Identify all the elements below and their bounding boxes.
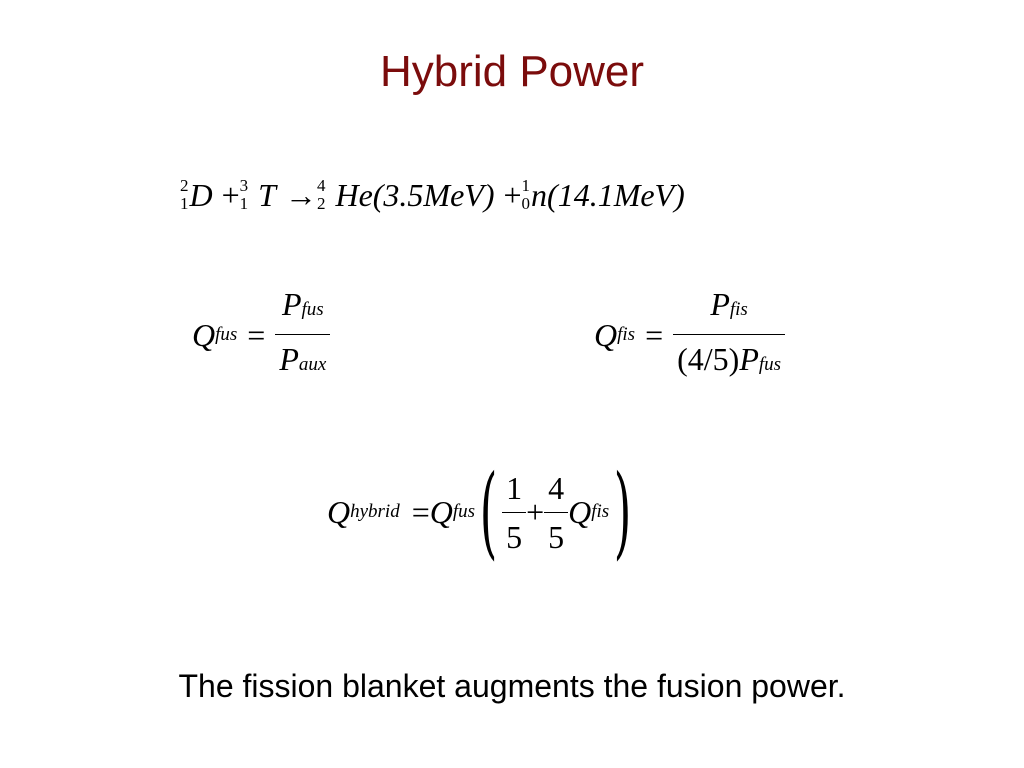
equals-sign: = <box>411 494 430 530</box>
mass-number: 2 <box>180 176 189 195</box>
open-parenthesis: ( <box>479 453 498 570</box>
fraction-denominator: Paux <box>275 334 331 387</box>
power-ratio-fraction: Pfus Paux <box>275 282 331 387</box>
power-ratio-fraction: Pfis (4/5)Pfus <box>673 282 786 387</box>
atomic-number: 1 <box>239 194 249 213</box>
reaction-equation: 2 1 D + 3 1 T → 4 2 He (3.5MeV) + 1 0 n … <box>180 168 685 222</box>
neutron-symbol: n <box>531 177 548 213</box>
helium-symbol: He <box>335 177 373 213</box>
plus-sign: + <box>221 177 240 213</box>
q-subscript: fis <box>617 323 636 345</box>
plus-sign: + <box>526 494 545 530</box>
mass-number: 1 <box>521 176 531 195</box>
q-subscript: hybrid <box>350 501 400 522</box>
four-fifths-fraction: 4 5 <box>544 466 569 559</box>
isotope-numbers-d: 2 1 <box>180 177 189 213</box>
fraction-numerator: Pfis <box>710 286 748 322</box>
helium-energy: (3.5MeV) <box>372 177 495 213</box>
slide-caption: The fission blanket augments the fusion … <box>178 668 846 704</box>
atomic-number: 0 <box>521 194 531 213</box>
fraction-numerator: Pfus <box>281 286 324 322</box>
isotope-numbers-he: 4 2 <box>317 177 326 213</box>
reaction-arrow: → <box>284 177 317 213</box>
equals-sign: = <box>645 316 664 353</box>
isotope-numbers-n: 1 0 <box>522 177 531 213</box>
one-fifth-fraction: 1 5 <box>502 466 527 559</box>
q-fus-factor-subscript: fus <box>452 501 476 522</box>
mass-number: 4 <box>316 176 326 195</box>
q-fis-term: Q <box>568 494 592 530</box>
fraction-denominator: (4/5)Pfus <box>673 334 786 387</box>
q-symbol: Q <box>192 316 216 353</box>
isotope-numbers-t: 3 1 <box>240 177 249 213</box>
tritium-symbol: T <box>258 177 276 213</box>
deuterium-symbol: D <box>189 177 213 213</box>
neutron-energy: (14.1MeV) <box>547 177 685 213</box>
close-parenthesis: ) <box>613 453 632 570</box>
q-subscript: fus <box>215 323 238 345</box>
q-symbol: Q <box>594 316 618 353</box>
equals-sign: = <box>247 316 266 353</box>
atomic-number: 1 <box>180 194 189 213</box>
q-fus-factor: Q <box>429 494 453 530</box>
mass-number: 3 <box>239 176 249 195</box>
slide-title: Hybrid Power <box>379 47 645 96</box>
atomic-number: 2 <box>316 194 326 213</box>
plus-sign: + <box>503 177 522 213</box>
q-symbol: Q <box>327 494 351 530</box>
q-fis-term-subscript: fis <box>591 501 610 522</box>
